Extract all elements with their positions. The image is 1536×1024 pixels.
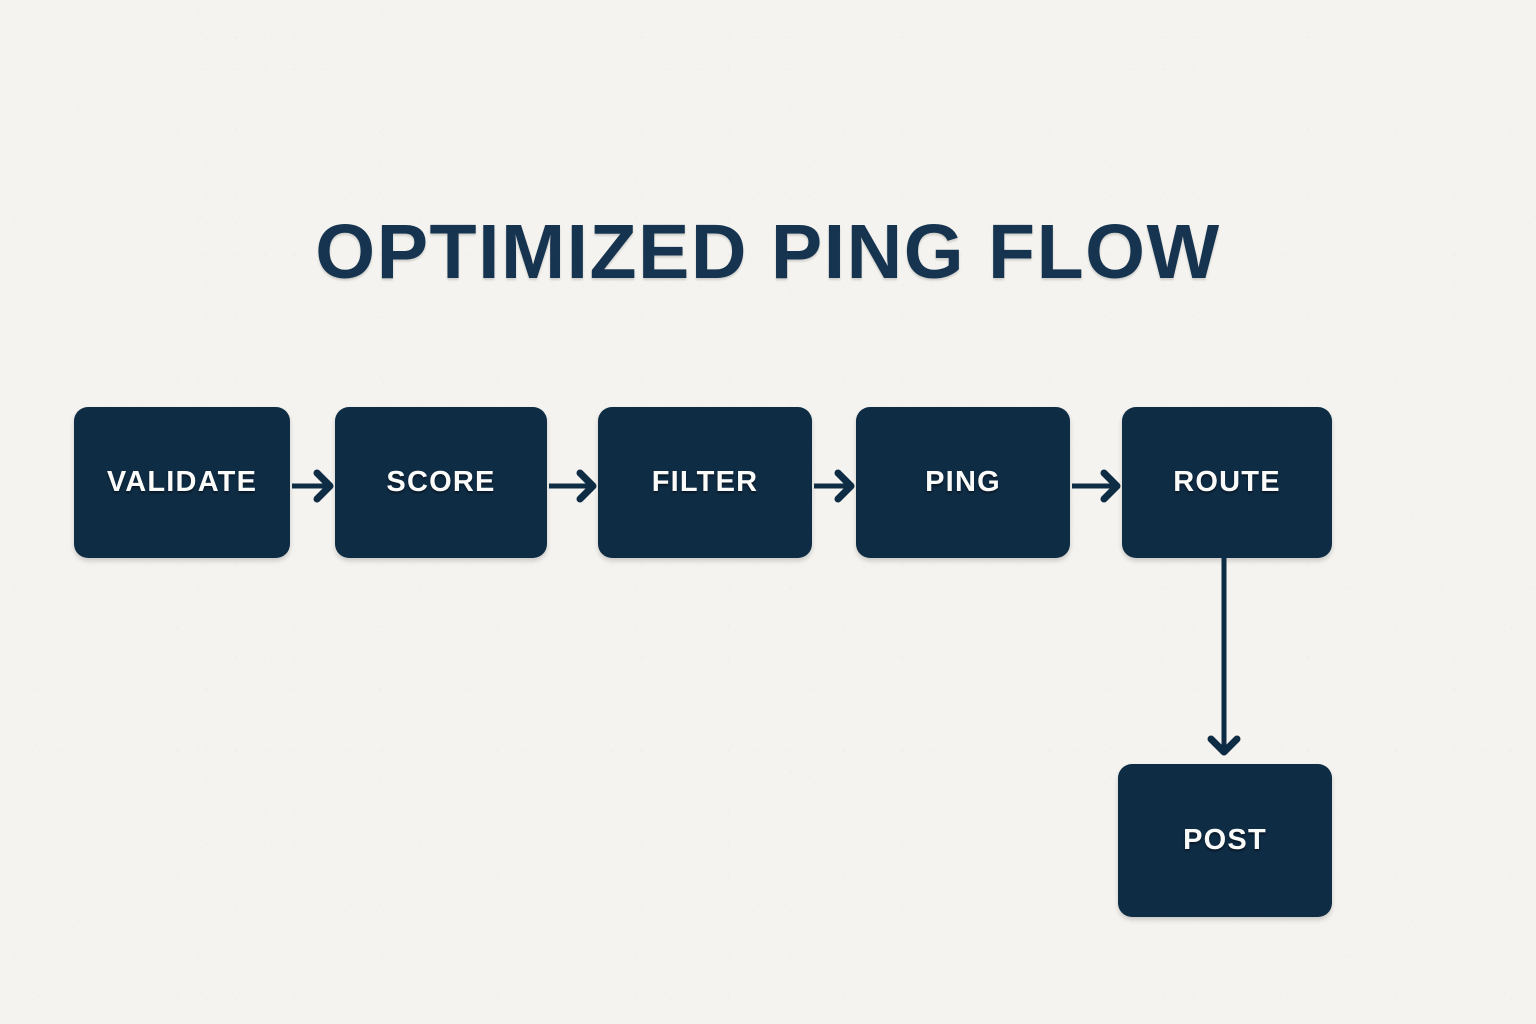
flow-arrow-filter-to-ping — [814, 469, 855, 503]
page-title: OPTIMIZED PING FLOW — [315, 209, 1221, 295]
flow-node-label: POST — [1183, 824, 1267, 856]
flow-node-label: VALIDATE — [106, 466, 258, 498]
flow-arrow-ping-to-route — [1072, 469, 1121, 503]
flow-node-label: FILTER — [651, 466, 759, 498]
flow-node-score[interactable]: SCORE — [335, 407, 547, 558]
flow-node-label: SCORE — [386, 466, 496, 498]
flow-node-route[interactable]: ROUTE — [1122, 407, 1332, 558]
flow-node-validate[interactable]: VALIDATE — [74, 407, 290, 558]
flow-arrow-score-to-filter — [549, 469, 597, 503]
flow-node-label: PING — [925, 466, 1001, 498]
flow-arrow-route-to-post — [1207, 558, 1241, 756]
flow-node-post[interactable]: POST — [1118, 764, 1332, 917]
flow-node-label: ROUTE — [1173, 466, 1281, 498]
flow-node-ping[interactable]: PING — [856, 407, 1070, 558]
flow-node-filter[interactable]: FILTER — [598, 407, 812, 558]
flow-arrow-validate-to-score — [292, 469, 334, 503]
